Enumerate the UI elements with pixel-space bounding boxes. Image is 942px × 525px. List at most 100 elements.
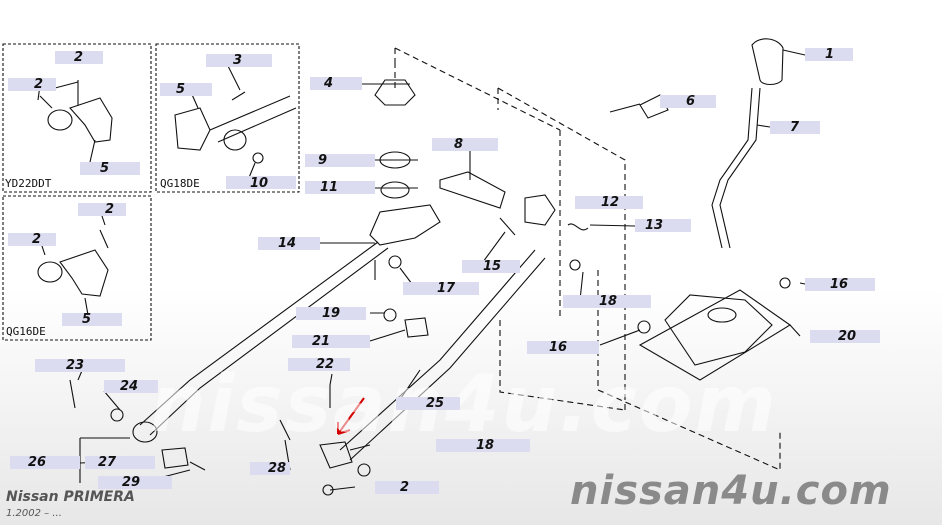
callout-17: 17 bbox=[437, 281, 456, 296]
engine-label-qg18de: QG18DE bbox=[160, 177, 200, 190]
rod-14-main bbox=[139, 241, 389, 436]
callout-bg-2b bbox=[8, 78, 56, 91]
nut-18b bbox=[357, 463, 371, 477]
red-arrow-head bbox=[337, 422, 351, 435]
callout-10: 10 bbox=[250, 176, 269, 191]
callout-13: 13 bbox=[645, 218, 664, 233]
inset-qg18de-frame bbox=[155, 43, 300, 193]
yd-bolts bbox=[39, 80, 79, 109]
yd-bracket bbox=[69, 97, 113, 143]
qg18-nut bbox=[252, 152, 264, 164]
nut-16b bbox=[779, 277, 791, 289]
callout-2a: 2 bbox=[74, 50, 84, 65]
callout-bg-2a bbox=[55, 51, 103, 64]
qg16-bolt bbox=[99, 229, 109, 249]
callout-26: 26 bbox=[28, 455, 47, 470]
callout-bg-2d bbox=[8, 233, 56, 246]
callout-3: 3 bbox=[233, 53, 243, 68]
nut-19 bbox=[383, 308, 397, 322]
watermark-main: nissan4u.com bbox=[570, 468, 892, 514]
callout-23: 23 bbox=[66, 358, 85, 373]
callout-bg-18a bbox=[563, 295, 651, 308]
callout-6: 6 bbox=[686, 94, 696, 109]
callout-bg-3 bbox=[206, 54, 272, 67]
bush-24 bbox=[132, 421, 158, 443]
dashed-outline-upper bbox=[394, 47, 561, 320]
callout-12: 12 bbox=[601, 195, 620, 210]
brand-date: 1.2002 – ... bbox=[6, 508, 62, 519]
callout-27: 27 bbox=[98, 455, 117, 470]
callout-16a: 16 bbox=[549, 340, 568, 355]
callout-bg-29 bbox=[98, 476, 172, 489]
engine-label-yd22ddt: YD22DDT bbox=[5, 177, 52, 190]
lever-7 bbox=[711, 87, 761, 249]
callout-bg-13 bbox=[635, 219, 691, 232]
callout-bg-22 bbox=[288, 358, 350, 371]
mount-4 bbox=[374, 79, 416, 106]
inset-qg16de-frame bbox=[2, 195, 152, 341]
callout-bg-6 bbox=[660, 95, 716, 108]
callout-bg-27 bbox=[85, 456, 155, 469]
callout-2b: 2 bbox=[34, 77, 44, 92]
knob-1 bbox=[751, 38, 784, 86]
watermark-overlay: nissan4u.com bbox=[150, 360, 778, 450]
qg18-bracket bbox=[174, 107, 211, 151]
callout-8: 8 bbox=[454, 137, 464, 152]
plate-8 bbox=[439, 171, 506, 209]
callout-bg-21 bbox=[292, 335, 370, 348]
callout-bg-20 bbox=[810, 330, 880, 343]
callout-bg-2c bbox=[78, 203, 126, 216]
callout-21: 21 bbox=[312, 334, 331, 349]
dashed-outline-right bbox=[497, 87, 626, 411]
callout-16b: 16 bbox=[830, 277, 849, 292]
callout-bg-7 bbox=[770, 121, 820, 134]
callout-2d: 2 bbox=[32, 232, 42, 247]
qg18-bushing bbox=[223, 129, 247, 151]
callout-bg-8 bbox=[432, 138, 498, 151]
callout-25: 25 bbox=[426, 396, 445, 411]
nut-18 bbox=[569, 259, 581, 271]
callout-bg-26 bbox=[10, 456, 80, 469]
callout-4: 4 bbox=[324, 76, 334, 91]
pin-29 bbox=[189, 461, 206, 471]
callout-18b: 18 bbox=[476, 438, 495, 453]
qg18-rod bbox=[209, 95, 297, 143]
callout-bg-25 bbox=[396, 397, 460, 410]
callout-9: 9 bbox=[318, 153, 328, 168]
callout-bg-9 bbox=[305, 154, 375, 167]
bolt-28 bbox=[279, 419, 291, 441]
callout-bg-5b bbox=[80, 162, 140, 175]
callout-7: 7 bbox=[790, 120, 800, 135]
brand-model: Nissan PRIMERA bbox=[6, 489, 135, 505]
boot-opening bbox=[707, 307, 737, 323]
qg18-bolt bbox=[231, 91, 246, 101]
callout-2c: 2 bbox=[105, 202, 115, 217]
spring-13 bbox=[567, 223, 589, 231]
callout-2e: 2 bbox=[400, 480, 410, 495]
callout-29: 29 bbox=[122, 475, 141, 490]
joint-18 bbox=[319, 441, 353, 469]
callout-bg-12 bbox=[575, 196, 643, 209]
callout-bg-10 bbox=[226, 176, 296, 189]
callout-14: 14 bbox=[278, 236, 297, 251]
callout-1: 1 bbox=[825, 47, 835, 62]
callout-bg-28 bbox=[250, 462, 290, 475]
callout-bg-18b bbox=[436, 439, 530, 452]
nut-16a bbox=[637, 320, 651, 334]
callout-5a: 5 bbox=[176, 82, 186, 97]
callout-15: 15 bbox=[483, 259, 502, 274]
callout-bg-11 bbox=[305, 181, 375, 194]
bush-21 bbox=[404, 317, 429, 338]
callout-bg-4 bbox=[310, 77, 362, 90]
callout-5c: 5 bbox=[82, 312, 92, 327]
callout-24: 24 bbox=[120, 379, 139, 394]
red-arrow-shaft bbox=[337, 397, 365, 435]
yd-bushing bbox=[47, 109, 73, 131]
callout-28: 28 bbox=[268, 461, 287, 476]
qg16-bushing bbox=[37, 261, 63, 283]
nut-17 bbox=[388, 255, 402, 269]
callout-5b: 5 bbox=[100, 161, 110, 176]
bolt-23 bbox=[69, 379, 76, 409]
rod-25 bbox=[339, 249, 546, 461]
boot bbox=[664, 294, 773, 366]
